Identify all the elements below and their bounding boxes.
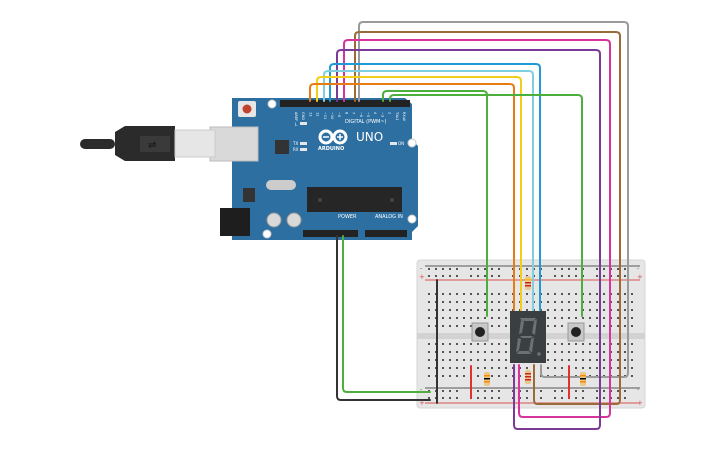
l-led-label: L [295, 122, 298, 127]
digital-pin-label: ~11 [323, 112, 327, 119]
digital-pin-label: ~6 [359, 112, 363, 117]
digital-pin-label: ~3 [380, 112, 384, 117]
digital-pin-label: AREF [294, 112, 298, 121]
capacitor [286, 212, 302, 228]
resistor-bottom-display [525, 370, 531, 384]
power-header [303, 230, 358, 237]
power-label: POWER [338, 214, 357, 220]
model-label: UNO [356, 130, 383, 144]
digital-pin-label: 2 [388, 112, 392, 114]
rx-led-label: RX [293, 147, 299, 152]
usb-icon: ⇌ [148, 140, 156, 151]
on-led-label: ON [398, 141, 404, 146]
resistors [484, 276, 586, 386]
digital-pin-label: 7 [352, 112, 356, 114]
digital-pin-label: 8 [344, 112, 348, 114]
wire-pin6-gray [358, 21, 629, 378]
l-led [300, 122, 307, 125]
wire-pin3-green [382, 90, 488, 317]
wire-pin10-blue [329, 63, 541, 311]
arduino-logo-icon [318, 129, 348, 145]
display-segments [516, 318, 541, 356]
usb-port [209, 126, 259, 162]
digital-pin-label: GND [301, 112, 305, 120]
usb-chip [275, 140, 289, 154]
on-led [390, 142, 397, 145]
wire-5v-green [342, 235, 431, 393]
analog-header [365, 230, 407, 237]
wire-pin12-yellow [316, 76, 522, 311]
wire-pin2-green [389, 94, 583, 317]
regulator [243, 188, 255, 202]
brand-label: ARDUINO [318, 146, 344, 152]
digital-pin-label: TX▸1 [395, 111, 399, 121]
rail-minus-label-top-right: - [637, 265, 639, 272]
rail-plus-label-bottom-right: + [637, 399, 643, 407]
resistor-left-button [484, 372, 490, 386]
wire-pin9-purple [336, 49, 601, 430]
rail-plus-label-bottom: + [419, 399, 425, 407]
pushbutton-right[interactable] [567, 322, 585, 342]
wire-pin13-orange [309, 83, 515, 311]
analog-label: ANALOG IN [375, 214, 403, 220]
rail-minus-label-bottom: - [420, 386, 422, 393]
digital-pin-label: RX◂0 [402, 112, 406, 121]
digital-pin-label: 12 [316, 112, 320, 116]
wire-pin7-brown [354, 31, 621, 405]
rail-minus-label-top: - [420, 265, 422, 272]
digital-pin-label: ~10 [330, 112, 334, 119]
rx-led [300, 148, 307, 151]
rail-plus-label-top-right: + [637, 273, 643, 281]
tx-led [300, 142, 307, 145]
usb-cable: ⇌ [80, 126, 216, 161]
digital-pin-label: 13 [308, 112, 312, 116]
rail-minus-label-bottom-right: - [637, 386, 639, 393]
digital-pin-label: ~9 [337, 112, 341, 117]
capacitor [266, 212, 282, 228]
seven-segment-display [510, 311, 546, 363]
wire-gnd-black [336, 235, 431, 401]
digital-pin-label: ~5 [366, 112, 370, 117]
digital-header-label: DIGITAL (PWM~) [345, 119, 387, 125]
digital-pin-label: 4 [373, 112, 377, 115]
crystal [266, 180, 296, 190]
pushbutton-left[interactable] [471, 322, 489, 342]
tx-led-label: TX [292, 141, 298, 146]
power-jack [220, 208, 250, 236]
wires [309, 21, 629, 430]
wire-pin11-lightblue [323, 70, 534, 311]
atmega-chip [307, 187, 402, 212]
resistor-top-display [525, 276, 531, 290]
digital-header [280, 100, 410, 107]
resistor-right-button [580, 372, 586, 386]
rail-plus-label-top: + [419, 273, 425, 281]
wire-pin8-magenta [343, 39, 611, 418]
